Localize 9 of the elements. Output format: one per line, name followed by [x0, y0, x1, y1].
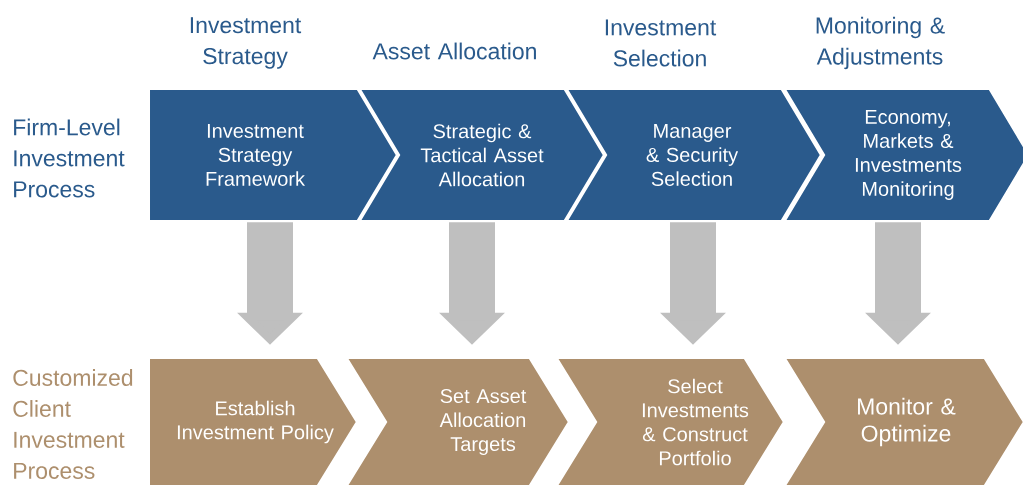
- chevron-box: Manager & Security Selection: [561, 86, 825, 224]
- node-label: Economy, Markets & Investments Monitoring: [855, 110, 962, 200]
- column-heading: Investment Strategy: [190, 17, 302, 69]
- column-heading: Asset Allocation: [372, 42, 536, 60]
- row-label: Firm-Level Investment Process: [14, 118, 125, 198]
- chevron-box: Establish Investment Policy: [146, 355, 361, 489]
- column-heading: Investment Selection: [605, 19, 717, 67]
- column-heading: Monitoring & Adjustments: [816, 16, 945, 70]
- chevron-box: Strategic & Tactical Asset Allocation: [354, 86, 613, 224]
